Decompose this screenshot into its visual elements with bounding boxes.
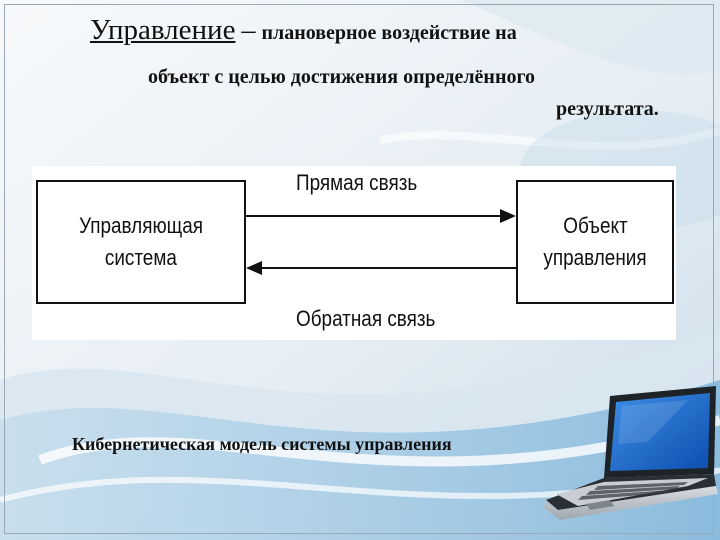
controlled-object-box: Объект управления bbox=[516, 180, 674, 304]
title-line-1: Управление–плановерное воздействие на bbox=[90, 14, 517, 47]
controlled-object-label-line-1: Объект bbox=[562, 213, 628, 238]
control-system-diagram: Управляющая система Объект управления Пр… bbox=[32, 166, 676, 340]
title-term: Управление bbox=[90, 14, 236, 46]
control-system-box: Управляющая система bbox=[36, 180, 246, 304]
controlled-object-label-line-2: управления bbox=[543, 245, 647, 270]
control-system-label-line-2: система bbox=[105, 245, 177, 270]
title-line-2: объект с целью достижения определённого bbox=[148, 66, 536, 88]
feedback-link-arrow bbox=[246, 261, 516, 275]
laptop-icon bbox=[544, 386, 718, 520]
forward-link-arrow bbox=[246, 209, 516, 223]
feedback-link-label: Обратная связь bbox=[296, 306, 436, 331]
diagram-arrows bbox=[246, 209, 516, 275]
forward-link-label: Прямая связь bbox=[296, 170, 418, 195]
diagram-caption: Кибернетическая модель системы управлени… bbox=[72, 434, 452, 454]
title-dash: – bbox=[241, 15, 256, 46]
control-system-label-line-1: Управляющая bbox=[79, 213, 203, 238]
slide-title: Управление–плановерное воздействие на об… bbox=[0, 0, 720, 130]
title-definition-part-1: плановерное воздействие на bbox=[261, 22, 517, 44]
title-line-3: результата. bbox=[556, 98, 659, 120]
